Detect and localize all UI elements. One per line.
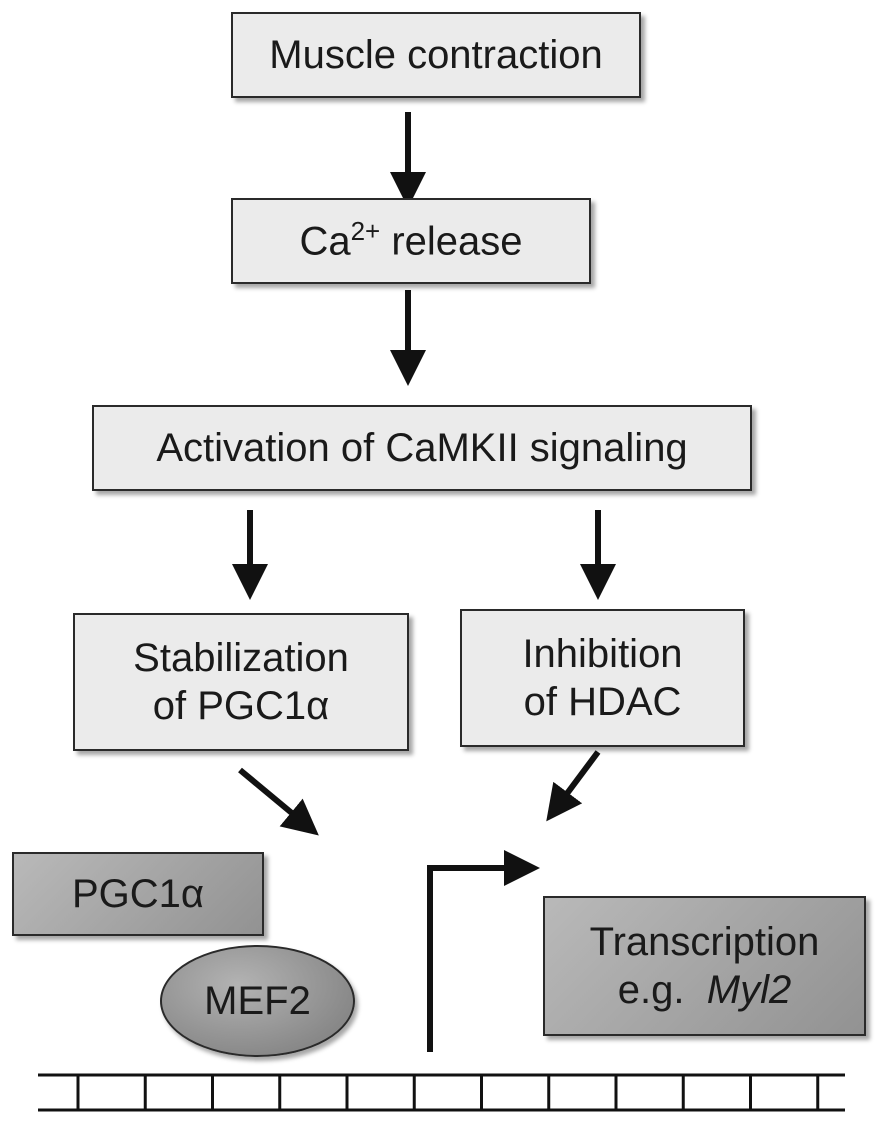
- camkii-activation-box: Activation of CaMKII signaling: [92, 405, 752, 491]
- inhibition-line-1: Inhibition: [522, 632, 683, 676]
- calcium-charge-superscript: 2+: [350, 216, 381, 247]
- transcription-line-2: e.g. Myl2: [617, 968, 792, 1012]
- gene-name: Myl2: [706, 968, 792, 1012]
- pgc1a-stabilization-box: Stabilization of PGC1α: [73, 613, 409, 751]
- transcription-line-1: Transcription: [589, 920, 820, 964]
- stabilization-line-2: of PGC1α: [152, 684, 330, 728]
- inhibition-line-2: of HDAC: [523, 680, 682, 724]
- muscle-contraction-box: Muscle contraction: [231, 12, 641, 98]
- dna-strand: [38, 1073, 845, 1112]
- mef2-protein-label: MEF2: [204, 979, 311, 1023]
- pgc1a-protein-label: PGC1α: [71, 872, 205, 916]
- arrow-inhibition-to-complex: [546, 750, 601, 822]
- pgc1a-protein-box: PGC1α: [12, 852, 264, 936]
- transcription-box: Transcription e.g. Myl2: [543, 896, 866, 1036]
- hdac-inhibition-box: Inhibition of HDAC: [460, 609, 745, 747]
- stabilization-line-1: Stabilization: [133, 636, 349, 680]
- muscle-contraction-label: Muscle contraction: [269, 33, 603, 77]
- transcription-start-arrow: [427, 850, 540, 1052]
- mef2-protein-oval: MEF2: [160, 945, 355, 1057]
- arrow-stabilization-to-complex: [238, 767, 319, 836]
- calcium-release-box: Ca2+ release: [231, 198, 591, 284]
- calcium-release-label: Ca2+ release: [299, 216, 523, 264]
- camkii-activation-label: Activation of CaMKII signaling: [156, 426, 688, 470]
